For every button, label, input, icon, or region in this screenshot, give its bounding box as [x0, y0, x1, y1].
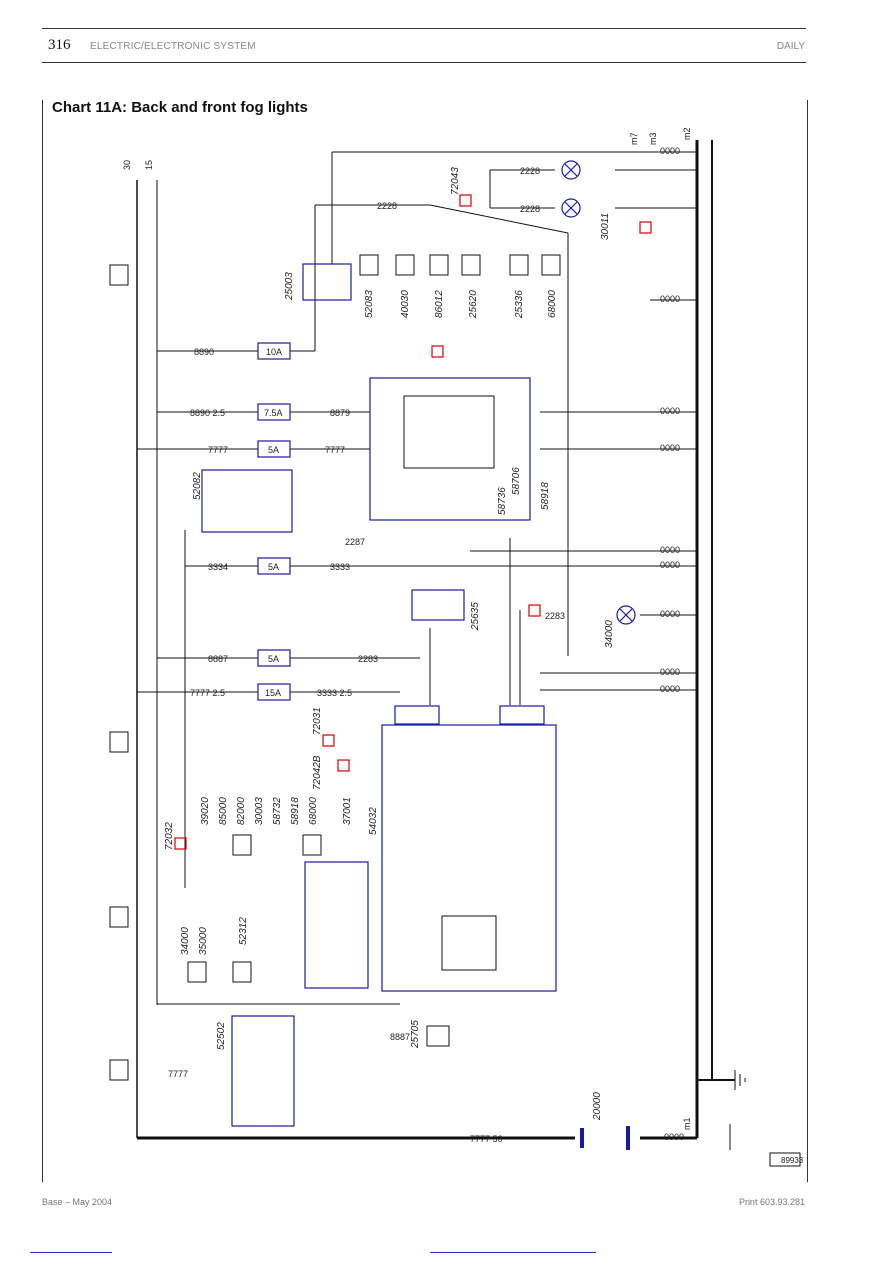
- svg-text:25336: 25336: [514, 290, 525, 319]
- svg-text:68000: 68000: [547, 290, 558, 318]
- svg-text:52083: 52083: [364, 290, 375, 318]
- svg-text:m2: m2: [682, 127, 692, 140]
- header-bottom-rule: [42, 62, 806, 63]
- svg-text:0000: 0000: [660, 443, 680, 453]
- footer-link-left[interactable]: [30, 1252, 112, 1253]
- svg-text:3334: 3334: [208, 562, 228, 572]
- svg-text:82000: 82000: [236, 797, 247, 825]
- svg-text:10A: 10A: [266, 347, 282, 357]
- svg-text:5A: 5A: [268, 445, 279, 455]
- svg-text:8890 2.5: 8890 2.5: [190, 408, 225, 418]
- svg-text:86012: 86012: [434, 290, 445, 318]
- footer-link-right[interactable]: [430, 1252, 596, 1253]
- svg-text:7777: 7777: [325, 445, 345, 455]
- model-name: DAILY: [776, 41, 805, 52]
- svg-text:m1: m1: [682, 1117, 692, 1130]
- svg-text:25635: 25635: [470, 602, 481, 631]
- svg-text:7.5A: 7.5A: [264, 408, 283, 418]
- page-number: 316: [48, 37, 71, 53]
- svg-text:8887: 8887: [208, 654, 228, 664]
- svg-text:3333 2.5: 3333 2.5: [317, 688, 352, 698]
- svg-text:40030: 40030: [400, 290, 411, 318]
- svg-text:25620: 25620: [468, 290, 479, 319]
- svg-text:0000: 0000: [660, 545, 680, 555]
- svg-text:35000: 35000: [198, 927, 209, 955]
- svg-text:0000: 0000: [660, 146, 680, 156]
- svg-text:20000: 20000: [592, 1092, 603, 1121]
- svg-text:58918: 58918: [540, 482, 551, 510]
- svg-text:52312: 52312: [238, 917, 249, 945]
- svg-text:3333: 3333: [330, 562, 350, 572]
- svg-text:25705: 25705: [410, 1020, 421, 1049]
- svg-text:72042B: 72042B: [312, 755, 323, 790]
- svg-text:0000: 0000: [660, 667, 680, 677]
- svg-text:2287: 2287: [345, 537, 365, 547]
- header-top-rule: [42, 28, 806, 29]
- svg-text:2283: 2283: [545, 611, 565, 621]
- svg-text:58918: 58918: [290, 797, 301, 825]
- svg-text:52082: 52082: [192, 472, 203, 500]
- svg-text:58706: 58706: [511, 467, 522, 495]
- diagram-frame: [42, 100, 808, 1182]
- edition-note: Base – May 2004: [42, 1197, 113, 1207]
- svg-text:58736: 58736: [497, 487, 508, 515]
- svg-text:37001: 37001: [342, 797, 353, 825]
- section-title: ELECTRIC/ELECTRONIC SYSTEM: [90, 41, 256, 52]
- svg-text:68000: 68000: [308, 797, 319, 825]
- svg-text:7777 50: 7777 50: [470, 1134, 503, 1144]
- svg-text:25003: 25003: [284, 272, 295, 301]
- svg-text:m3: m3: [648, 132, 658, 145]
- chart-title: Chart 11A: Back and front fog lights: [52, 99, 308, 116]
- svg-text:34000: 34000: [180, 927, 191, 955]
- svg-text:15A: 15A: [265, 688, 281, 698]
- svg-text:30: 30: [122, 160, 132, 170]
- svg-text:54032: 54032: [368, 807, 379, 835]
- print-number: Print 603.93.281: [738, 1197, 805, 1207]
- svg-text:0000: 0000: [660, 560, 680, 570]
- svg-text:0000: 0000: [660, 609, 680, 619]
- svg-text:2228: 2228: [377, 201, 397, 211]
- svg-text:2283: 2283: [358, 654, 378, 664]
- svg-text:7777 2.5: 7777 2.5: [190, 688, 225, 698]
- svg-text:0000: 0000: [664, 1132, 684, 1142]
- svg-text:0000: 0000: [660, 294, 680, 304]
- svg-text:72043: 72043: [450, 167, 461, 195]
- svg-text:15: 15: [144, 160, 154, 170]
- svg-text:72031: 72031: [312, 707, 323, 735]
- svg-text:8887: 8887: [390, 1032, 410, 1042]
- svg-text:m7: m7: [629, 132, 639, 145]
- svg-text:8879: 8879: [330, 408, 350, 418]
- svg-text:0000: 0000: [660, 406, 680, 416]
- svg-text:58732: 58732: [272, 797, 283, 825]
- svg-text:0000: 0000: [660, 684, 680, 694]
- svg-text:8890: 8890: [194, 347, 214, 357]
- svg-text:5A: 5A: [268, 654, 279, 664]
- svg-text:39020: 39020: [200, 797, 211, 825]
- svg-text:7777: 7777: [168, 1069, 188, 1079]
- svg-text:30003: 30003: [254, 797, 265, 825]
- svg-text:52502: 52502: [216, 1022, 227, 1050]
- svg-text:85000: 85000: [218, 797, 229, 825]
- svg-text:30011: 30011: [600, 213, 611, 240]
- svg-text:7777: 7777: [208, 445, 228, 455]
- svg-text:34000: 34000: [604, 620, 615, 648]
- svg-text:89933: 89933: [781, 1156, 804, 1165]
- svg-text:2228: 2228: [520, 166, 540, 176]
- svg-text:72032: 72032: [164, 822, 175, 850]
- svg-text:2228: 2228: [520, 204, 540, 214]
- svg-text:5A: 5A: [268, 562, 279, 572]
